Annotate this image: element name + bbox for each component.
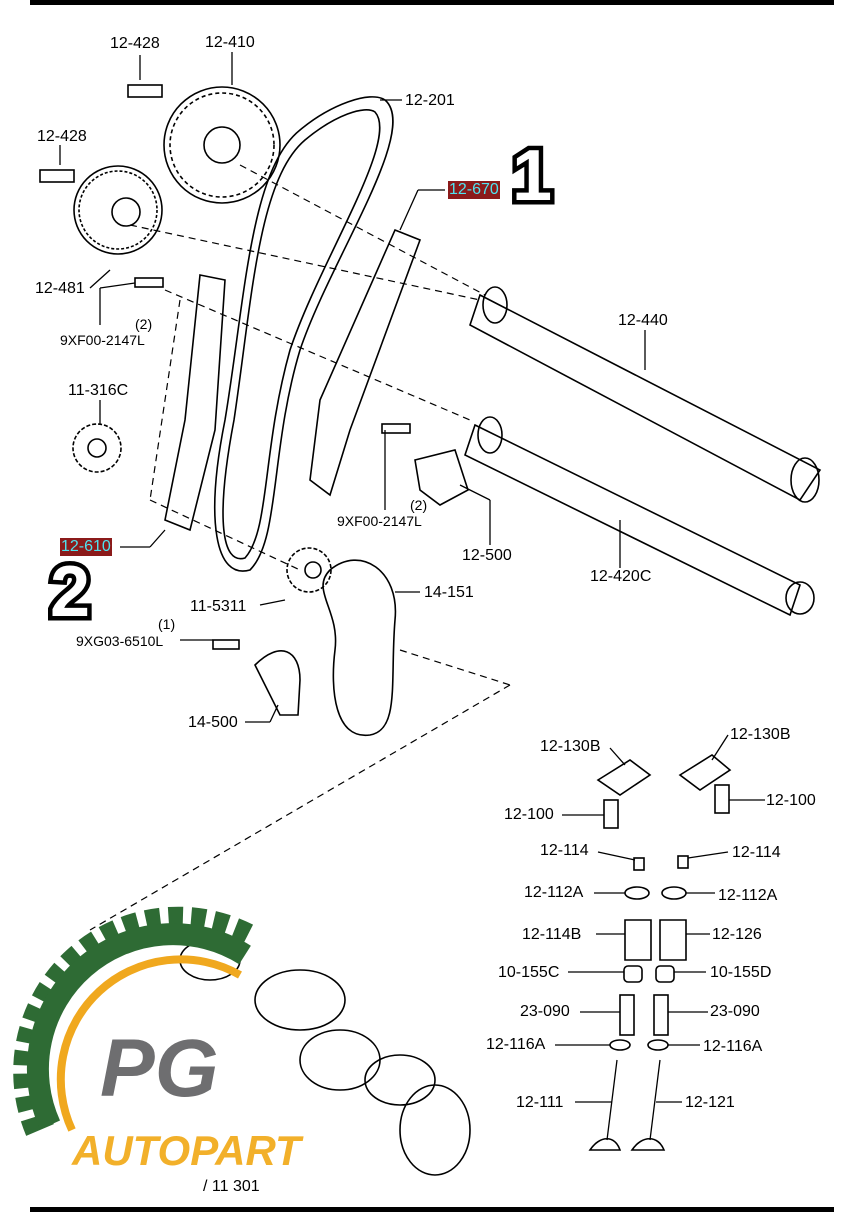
tensioner-14-500: [254, 650, 301, 716]
part-label: 12-410: [205, 34, 255, 51]
camshaft-12-440: [469, 286, 822, 503]
camshaft-12-420C: [464, 416, 815, 617]
sprocket-12-481: [73, 165, 163, 255]
part-label: 23-090: [520, 1003, 570, 1020]
part-label: 12-114B: [522, 926, 582, 943]
part-label: 12-121: [685, 1094, 735, 1111]
part-qty: (2): [410, 497, 428, 513]
bolt-6510: [212, 639, 240, 650]
part-label: 10-155D: [710, 964, 772, 981]
cam-sprocket-12-410: [163, 86, 281, 204]
part-label: 23-090: [710, 1003, 760, 1020]
part-qty: (2): [135, 316, 153, 332]
part-label: 12-100: [504, 806, 554, 823]
part-label: 12-420C: [590, 568, 652, 585]
tensioner-12-500: [414, 449, 469, 506]
part-label: 12-100: [766, 792, 816, 809]
part-label: 9XF00-2147L: [337, 513, 422, 529]
callout-2: 2: [45, 552, 94, 633]
part-label: 12-130B: [540, 738, 601, 755]
part-label: 12-428: [110, 35, 160, 52]
part-qty: (1): [158, 616, 176, 632]
logo-autopart-text: AUTOPART: [72, 1127, 301, 1174]
part-label-highlighted: 12-610: [60, 538, 112, 556]
part-label: 12-130B: [730, 726, 791, 743]
part-label: 14-151: [424, 584, 474, 601]
part-label: 9XF00-2147L: [60, 332, 145, 348]
part-label: 12-428: [37, 128, 87, 145]
part-label: 12-126: [712, 926, 762, 943]
callout-1: 1: [507, 136, 556, 217]
bolt-2147-b: [381, 423, 411, 434]
part-label: 11-5311: [190, 598, 247, 615]
part-label: 12-112A: [524, 884, 584, 901]
bottom-border: [30, 1207, 834, 1212]
part-label: 11-316C: [68, 382, 129, 399]
bolt-12-428-mid: [39, 169, 75, 183]
bolt-12-428-top: [127, 84, 163, 98]
part-label: 14-500: [188, 714, 238, 731]
timing-chain-12-201: [214, 96, 394, 572]
part-label: 12-116A: [703, 1038, 763, 1055]
part-label: 12-201: [405, 92, 455, 109]
chain-14-151: [322, 559, 397, 736]
part-label: 12-440: [618, 312, 668, 329]
pg-autopart-logo: [13, 906, 258, 1136]
crank-sprocket-11-316C: [72, 423, 122, 473]
part-label: 12-481: [35, 280, 85, 297]
part-label: 12-114: [540, 842, 589, 859]
valve-train-right: [630, 754, 732, 1151]
part-label: 12-111: [516, 1094, 564, 1111]
part-label: / 11 301: [203, 1178, 260, 1195]
sprocket-11-5311: [286, 547, 332, 593]
chain-guide-12-610: [164, 274, 226, 532]
top-border: [30, 0, 834, 5]
part-label: 12-114: [732, 844, 781, 861]
part-label-highlighted: 12-670: [448, 181, 500, 199]
logo-pg-text: PG: [100, 1023, 219, 1114]
chain-guide-12-670: [309, 228, 422, 497]
part-label: 9XG03-6510L: [76, 633, 164, 649]
part-label: 12-116A: [486, 1036, 546, 1053]
leader-lines: [59, 52, 765, 1103]
part-label: 12-112A: [718, 887, 778, 904]
valve-train-left: [588, 759, 652, 1151]
part-label: 10-155C: [498, 964, 560, 981]
part-label: 12-500: [462, 547, 512, 564]
bolt-2147-a: [134, 277, 164, 288]
